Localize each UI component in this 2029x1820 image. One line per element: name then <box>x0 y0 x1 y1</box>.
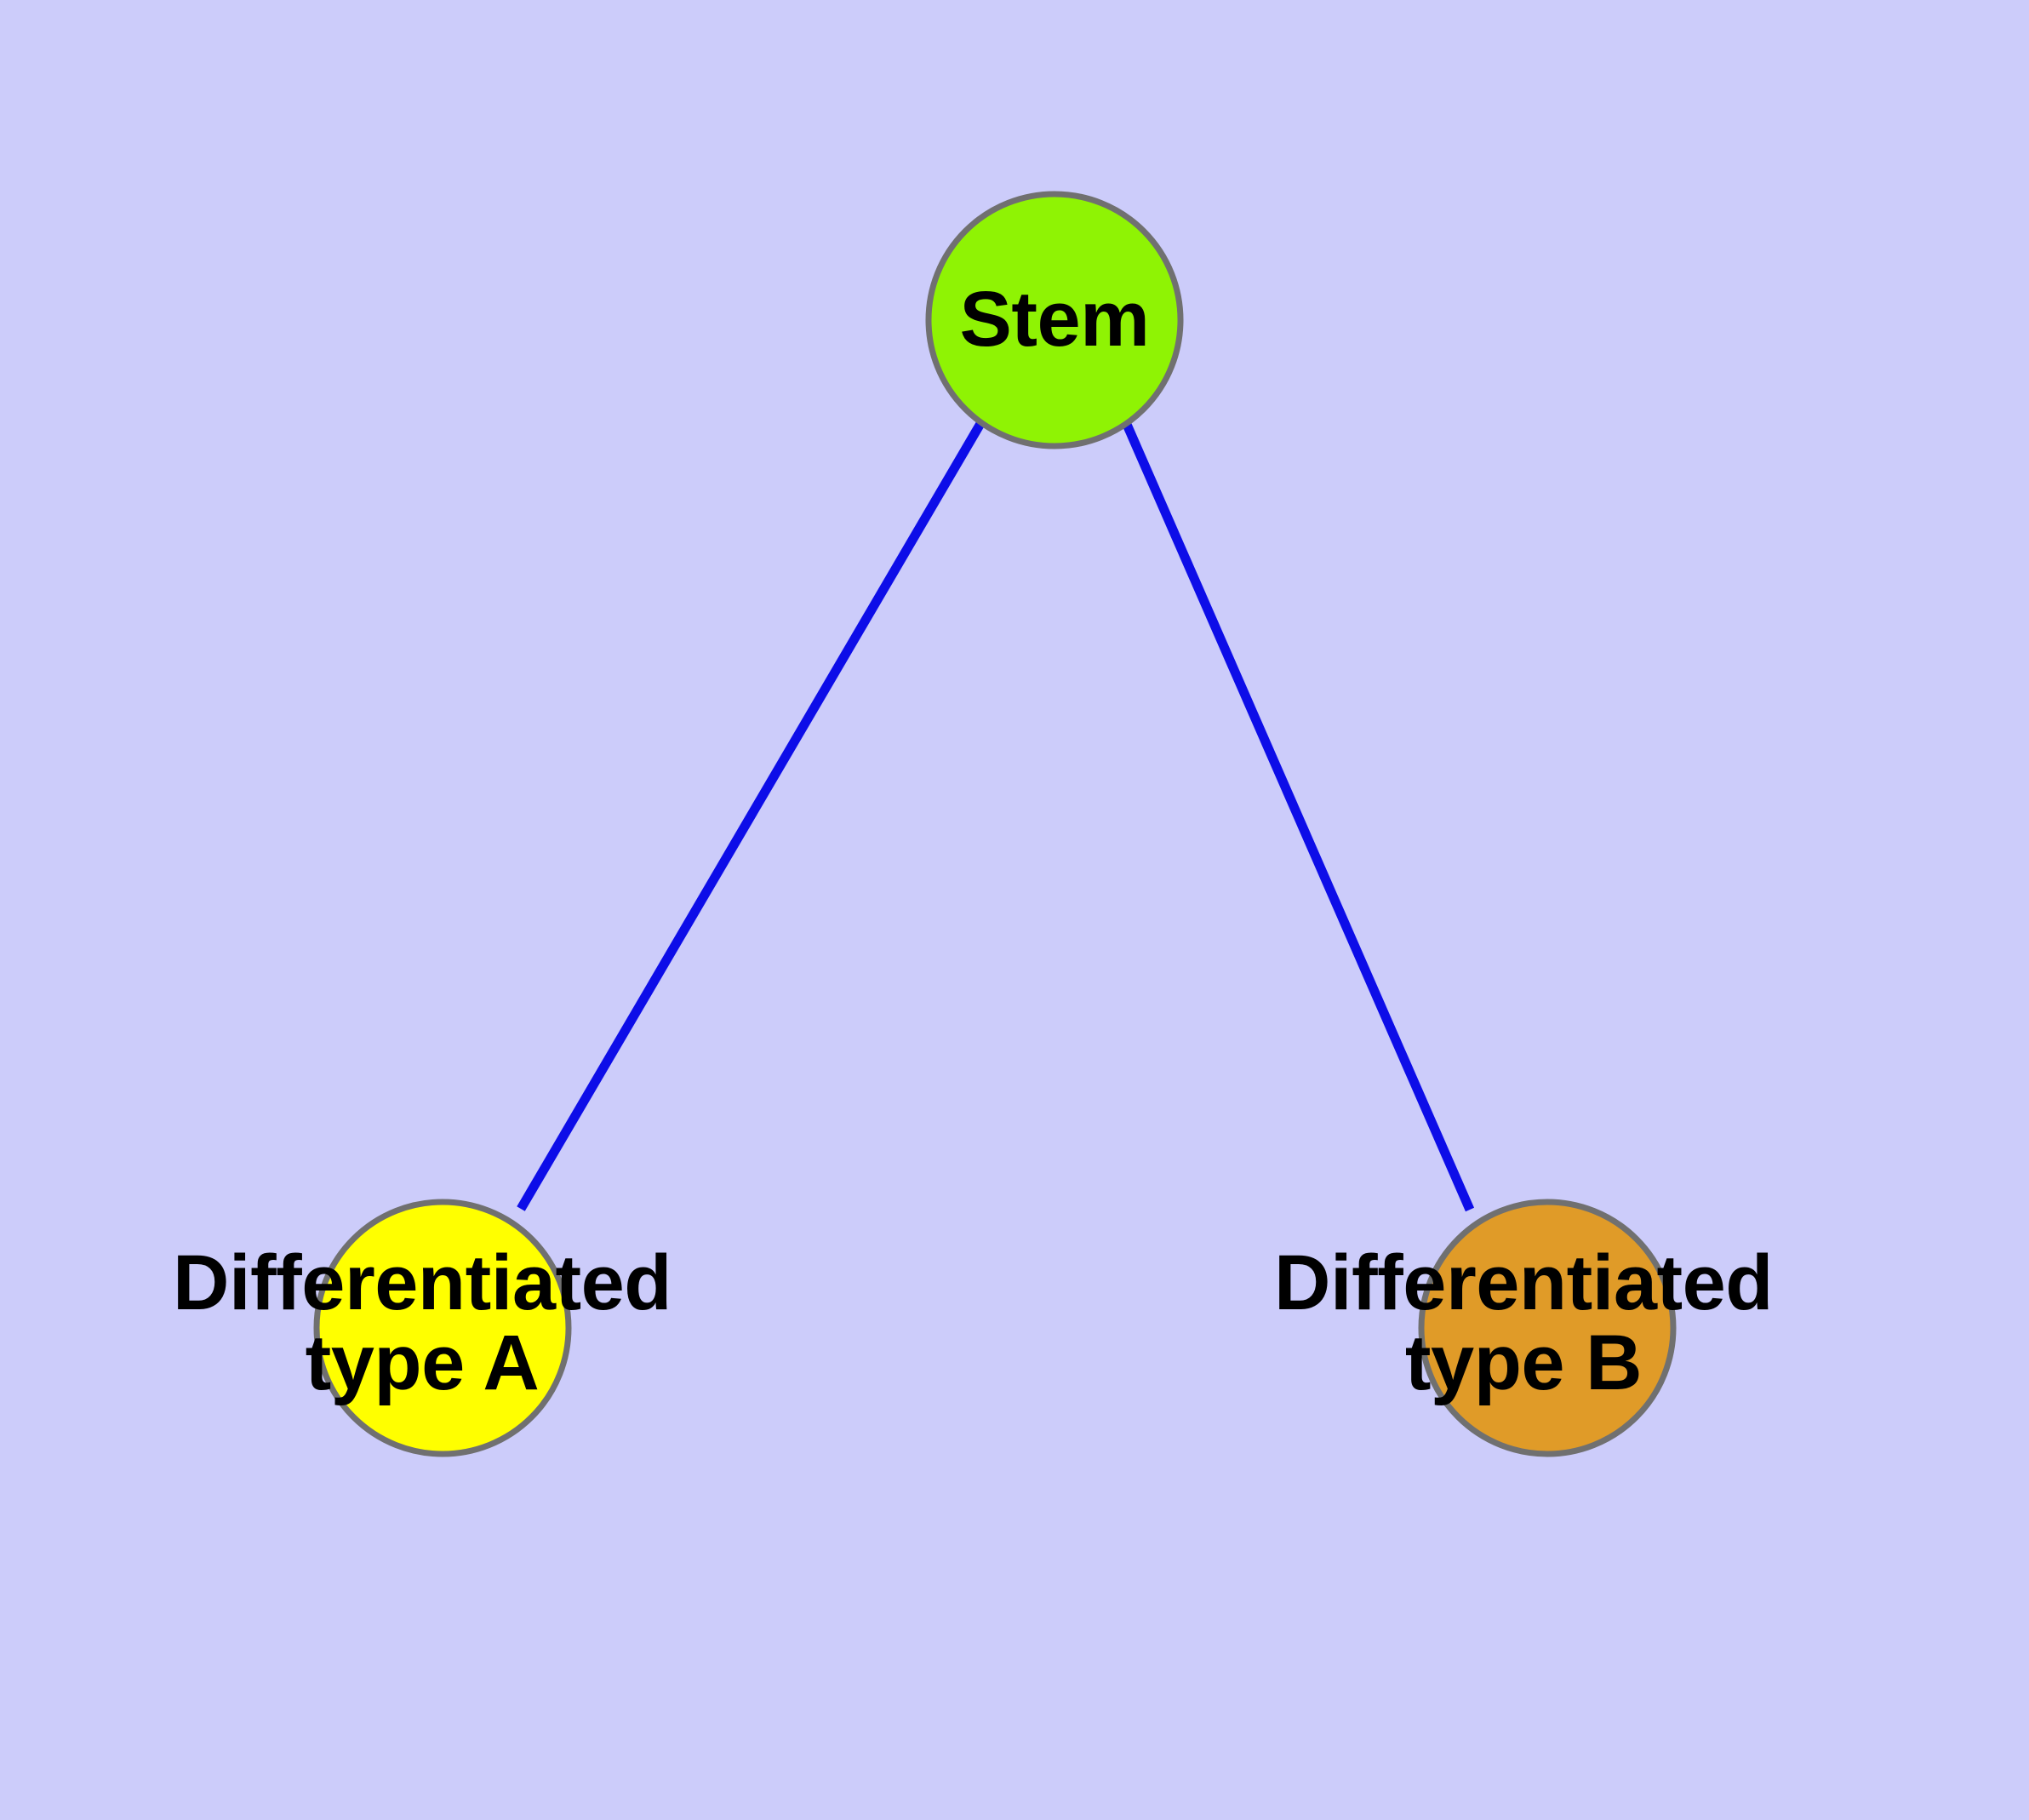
edge-stem-to-type-b[interactable] <box>1120 418 1475 1212</box>
node-layer <box>313 191 1677 1457</box>
edge-layer <box>517 418 1475 1212</box>
node-circle-diff-type-b[interactable] <box>1418 1199 1677 1457</box>
node-circle-stem[interactable] <box>925 191 1184 449</box>
edge-stem-to-type-a[interactable] <box>517 420 986 1211</box>
node-circle-diff-type-a[interactable] <box>313 1199 572 1457</box>
